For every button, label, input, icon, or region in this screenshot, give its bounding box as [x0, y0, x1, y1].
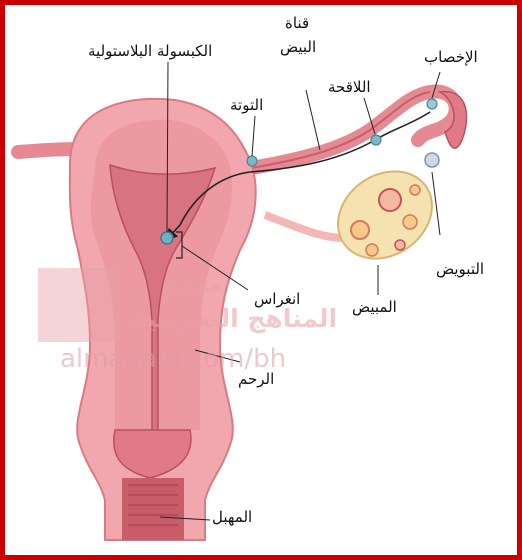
- follicle: [366, 244, 378, 256]
- watermark-logo: [38, 268, 120, 342]
- follicle: [379, 189, 401, 211]
- fertilization-cell: [427, 99, 437, 109]
- ovulation-egg: [425, 153, 439, 167]
- morula-cell: [247, 156, 257, 166]
- follicle: [410, 185, 420, 195]
- vagina-canal: [122, 478, 184, 540]
- label-fallopian-tube-2: البيض: [280, 40, 316, 55]
- label-ovary: المبيض: [352, 300, 397, 315]
- follicle: [351, 221, 369, 239]
- follicle: [403, 215, 417, 229]
- label-morula: التوتة: [230, 98, 263, 113]
- blastocyst-cell: [161, 232, 173, 244]
- label-vagina: المهبل: [212, 510, 252, 525]
- label-zygote: اللاقحة: [328, 80, 371, 95]
- label-implantation: انغراس: [254, 292, 300, 307]
- label-uterus: الرحم: [238, 372, 274, 387]
- ovarian-ligament: [265, 215, 345, 238]
- zygote-cell: [371, 135, 381, 145]
- ovary: [321, 154, 449, 277]
- watermark-line2: المناهج البحرينية: [132, 304, 337, 333]
- fallopian-tube-right: [240, 92, 456, 170]
- label-fallopian-tube-1: قناة: [285, 16, 309, 31]
- follicle: [395, 240, 405, 250]
- watermark-line1: موقع: [165, 272, 222, 297]
- label-ovulation: التبويض: [436, 262, 484, 277]
- label-blastocyst: الكبسولة البلاستولية: [88, 44, 212, 59]
- label-fertilization: الإخصاب: [424, 50, 478, 65]
